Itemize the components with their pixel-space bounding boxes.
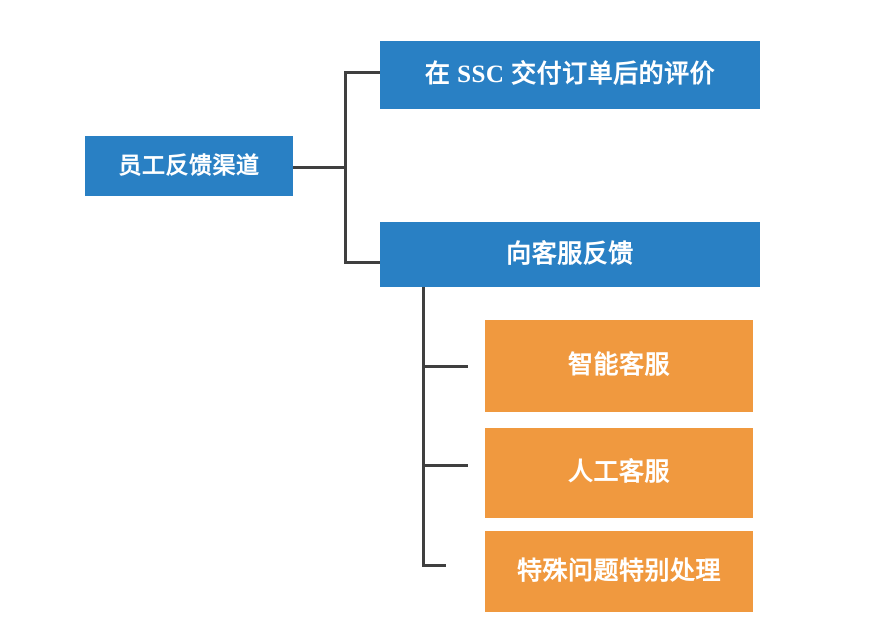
node-evaluation-after-ssc-delivery[interactable]: 在 SSC 交付订单后的评价: [380, 41, 760, 109]
connector-branch-human-service: [422, 464, 468, 467]
connector-level2-trunk: [422, 287, 425, 567]
connector-root-stub: [293, 166, 347, 169]
node-human-customer-service[interactable]: 人工客服: [485, 428, 753, 518]
node-root-label: 员工反馈渠道: [118, 153, 260, 179]
connector-branch-service-feedback: [344, 261, 381, 264]
node-evaluation-label: 在 SSC 交付订单后的评价: [424, 61, 716, 88]
connector-branch-evaluation: [344, 71, 381, 74]
node-feedback-to-customer-service-label: 向客服反馈: [506, 240, 634, 268]
node-feedback-to-customer-service[interactable]: 向客服反馈: [380, 222, 760, 287]
node-smart-customer-service[interactable]: 智能客服: [485, 320, 753, 412]
connector-branch-smart-service: [422, 365, 468, 368]
node-human-customer-service-label: 人工客服: [567, 459, 670, 486]
connector-level1-trunk: [344, 71, 347, 264]
node-special-issue-handling-label: 特殊问题特别处理: [516, 557, 721, 585]
connector-branch-special-case: [422, 564, 446, 567]
node-root-employee-feedback-channel[interactable]: 员工反馈渠道: [85, 136, 293, 196]
node-special-issue-handling[interactable]: 特殊问题特别处理: [485, 531, 753, 612]
node-smart-customer-service-label: 智能客服: [567, 352, 670, 379]
